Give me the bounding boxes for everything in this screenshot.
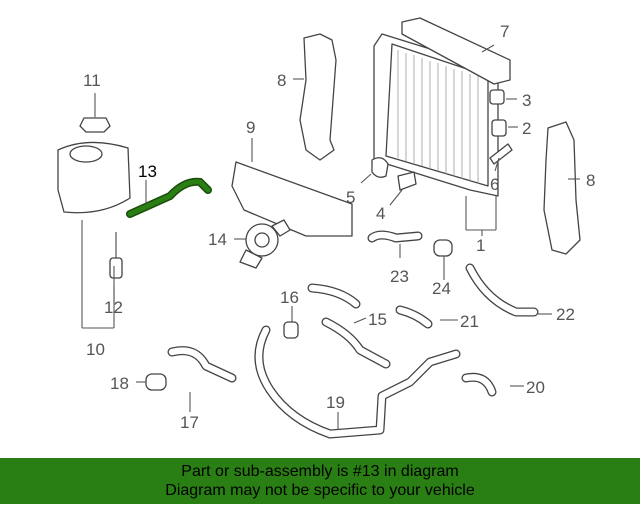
hose-17 <box>167 346 237 383</box>
parts-diagram: 7 8 3 2 6 8 9 5 4 11 13 14 1 23 24 16 12… <box>57 17 595 439</box>
callout-8-left: 8 <box>277 71 286 90</box>
callout-11: 11 <box>83 71 101 90</box>
info-banner: Part or sub-assembly is #13 in diagram D… <box>0 458 640 504</box>
callout-2: 2 <box>522 119 531 138</box>
callout-15: 15 <box>368 310 387 329</box>
lower-panel-9 <box>231 161 353 237</box>
callout-14: 14 <box>208 230 227 249</box>
gasket-24 <box>433 239 453 257</box>
callout-18: 18 <box>110 374 129 393</box>
callout-5: 5 <box>346 188 355 207</box>
clamp-16 <box>283 321 299 339</box>
expansion-tank-cap <box>79 117 111 133</box>
callout-12: 12 <box>104 298 123 317</box>
tank-neck <box>69 145 103 163</box>
callout-24: 24 <box>432 279 451 298</box>
callout-4: 4 <box>376 204 385 223</box>
callout-1: 1 <box>476 236 485 255</box>
callout-10: 10 <box>86 340 105 359</box>
radiator <box>373 33 499 197</box>
callout-17: 17 <box>180 413 199 432</box>
hose-20 <box>461 372 497 397</box>
callout-9: 9 <box>246 118 255 137</box>
hose-21 <box>395 305 433 329</box>
banner-line-2: Diagram may not be specific to your vehi… <box>165 482 475 499</box>
callout-7: 7 <box>500 22 509 41</box>
hose-23 <box>367 230 423 243</box>
air-guide-right <box>543 121 581 255</box>
callout-16: 16 <box>280 288 299 307</box>
radiator-top-bracket <box>401 17 511 85</box>
rubber-mount-3 <box>489 89 505 105</box>
hose-22 <box>465 263 539 317</box>
banner-line-1: Part or sub-assembly is #13 in diagram <box>181 463 459 480</box>
air-guide-left <box>299 33 337 161</box>
level-sensor <box>109 232 123 279</box>
callout-3: 3 <box>522 91 531 110</box>
callout-20: 20 <box>526 378 545 397</box>
thermostat-housing <box>239 219 291 269</box>
callout-22: 22 <box>556 305 575 324</box>
callout-21: 21 <box>460 312 479 331</box>
rubber-mount-5 <box>371 157 389 178</box>
callout-19: 19 <box>326 393 345 412</box>
coolant-hose-13 <box>126 177 212 218</box>
bracket-4 <box>397 171 417 191</box>
callout-6: 6 <box>490 175 499 194</box>
cap-18 <box>145 373 167 391</box>
mount-bracket-2 <box>491 119 507 137</box>
drain-plug-6 <box>489 143 513 165</box>
callout-8-right: 8 <box>586 171 595 190</box>
hose-19 <box>254 325 461 439</box>
callout-23: 23 <box>390 267 409 286</box>
hose-15 <box>307 283 391 369</box>
callout-13: 13 <box>138 162 157 181</box>
leader-lines <box>81 44 580 430</box>
